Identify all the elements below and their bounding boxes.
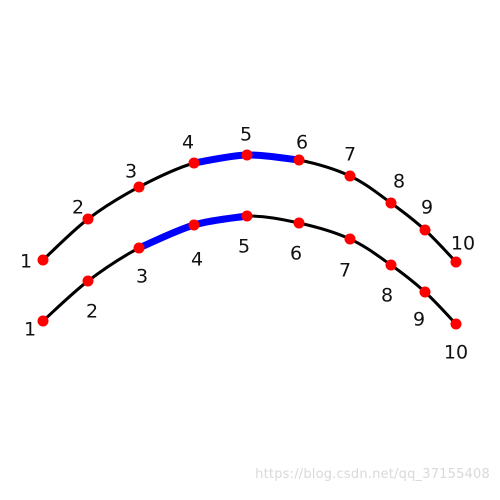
lower-curve-label-6: 6 bbox=[290, 243, 302, 265]
upper-curve-point-6 bbox=[293, 154, 305, 166]
lower-curve-point-1 bbox=[37, 315, 49, 327]
lower-curve-point-5 bbox=[241, 210, 253, 222]
lower-curve-label-10: 10 bbox=[444, 342, 468, 364]
lower-curve-point-6 bbox=[293, 217, 305, 229]
lower-curve-point-8 bbox=[385, 259, 397, 271]
upper-curve-point-7 bbox=[344, 170, 356, 182]
upper-curve-label-1: 1 bbox=[20, 251, 32, 273]
upper-curve-label-10: 10 bbox=[451, 233, 475, 255]
upper-curve-point-1 bbox=[37, 254, 49, 266]
upper-curve-point-10 bbox=[450, 256, 462, 268]
upper-curve-label-8: 8 bbox=[393, 171, 405, 193]
upper-curve-label-4: 4 bbox=[182, 132, 194, 154]
lower-curve-point-4 bbox=[188, 219, 200, 231]
upper-curve-label-6: 6 bbox=[296, 132, 308, 154]
upper-curve-label-3: 3 bbox=[125, 161, 137, 183]
lower-curve-point-3 bbox=[133, 242, 145, 254]
upper-curve-point-8 bbox=[385, 197, 397, 209]
lower-curve-point-9 bbox=[419, 286, 431, 298]
lower-curve-label-9: 9 bbox=[413, 309, 425, 331]
lower-curve-label-2: 2 bbox=[86, 301, 98, 323]
lower-curve-label-3: 3 bbox=[136, 266, 148, 288]
upper-curve-point-5 bbox=[241, 149, 253, 161]
lower-curve-point-2 bbox=[82, 275, 94, 287]
upper-curve-point-9 bbox=[419, 224, 431, 236]
upper-curve-label-5: 5 bbox=[240, 124, 252, 146]
lower-curve-line bbox=[41, 214, 458, 326]
upper-curve-point-3 bbox=[133, 181, 145, 193]
lower-curve-label-8: 8 bbox=[381, 285, 393, 307]
highlight-layer bbox=[135, 151, 303, 252]
point-layer bbox=[37, 149, 462, 330]
lower-curve-label-4: 4 bbox=[191, 249, 203, 271]
upper-curve-label-9: 9 bbox=[421, 197, 433, 219]
watermark-text: https://blog.csdn.net/qq_37155408 bbox=[255, 467, 490, 482]
lower-curve-point-10 bbox=[450, 318, 462, 330]
upper-curve-label-2: 2 bbox=[72, 197, 84, 219]
upper-curve-label-7: 7 bbox=[344, 144, 356, 166]
upper-curve-point-2 bbox=[82, 213, 94, 225]
lower-curve-label-7: 7 bbox=[339, 260, 351, 282]
lower-curve-label-5: 5 bbox=[238, 236, 250, 258]
lower-curve-point-7 bbox=[344, 233, 356, 245]
upper-curve-point-4 bbox=[188, 157, 200, 169]
lower-curve-label-1: 1 bbox=[24, 319, 36, 341]
